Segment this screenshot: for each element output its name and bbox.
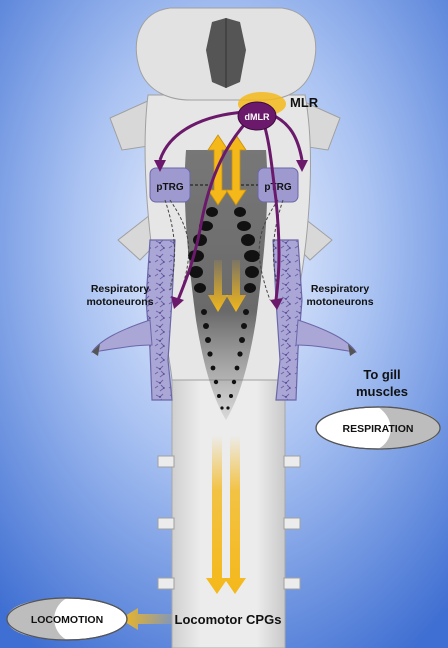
ptrg-left: pTRG xyxy=(149,167,191,203)
respiration-label: RESPIRATION xyxy=(343,423,414,435)
gill-label-2: muscles xyxy=(356,384,408,399)
reticulospinal-neurons xyxy=(188,207,260,410)
locomotor-cpgs-label: Locomotor CPGs xyxy=(175,612,282,627)
resp-right-label-2: motoneurons xyxy=(306,296,373,308)
dmlr-label: dMLR xyxy=(245,112,270,122)
mlr-label: MLR xyxy=(290,95,319,110)
respiration-badge: RESPIRATION xyxy=(315,406,441,450)
resp-left-label-1: Respiratory xyxy=(91,283,150,295)
gill-label-1: To gill xyxy=(363,367,400,382)
respiratory-motoneurons-left xyxy=(90,239,176,401)
resp-right-label-1: Respiratory xyxy=(311,283,370,295)
respiratory-motoneurons-right xyxy=(272,239,358,401)
brainstem xyxy=(109,7,341,648)
resp-left-label-2: motoneurons xyxy=(86,296,153,308)
mlr-arrowheads xyxy=(154,160,308,310)
ptrg-right-label: pTRG xyxy=(264,182,291,193)
locomotion-badge: LOCOMOTION xyxy=(6,597,128,641)
locomotion-label: LOCOMOTION xyxy=(31,614,103,626)
ptrg-right: pTRG xyxy=(257,167,299,203)
mlr: dMLR MLR xyxy=(237,92,319,131)
ptrg-left-label: pTRG xyxy=(156,182,183,193)
